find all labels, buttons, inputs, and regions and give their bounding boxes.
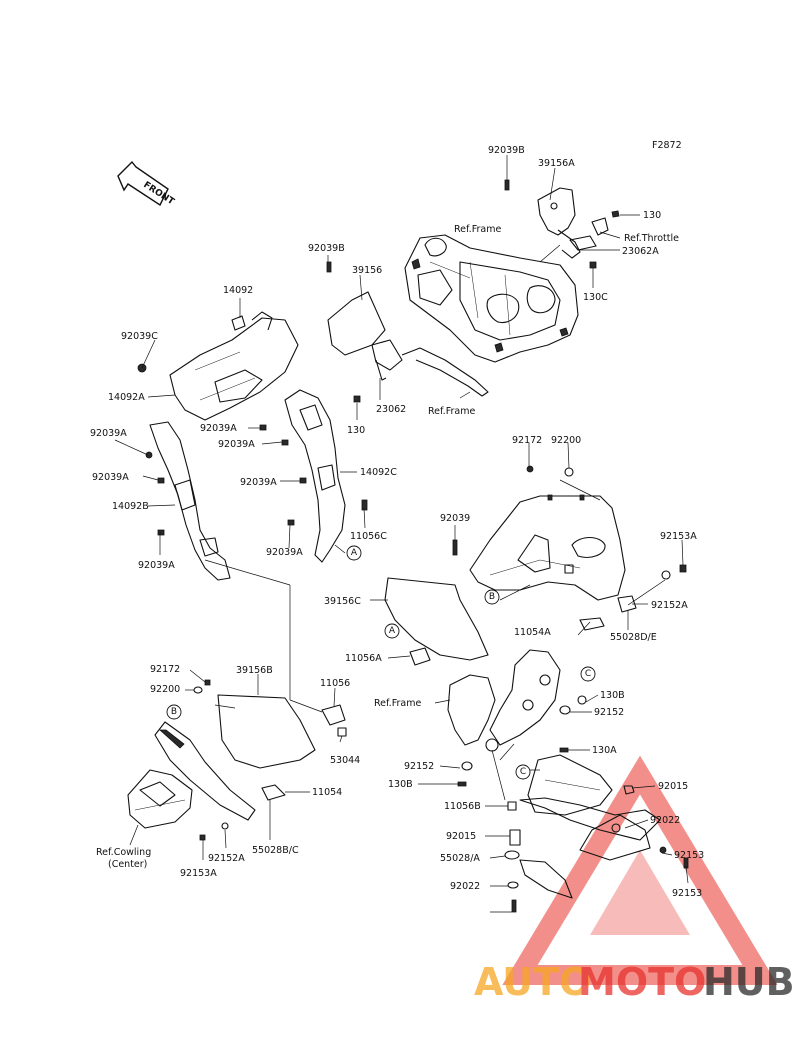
label-23062: 23062	[376, 404, 406, 415]
label-14092c: 14092C	[360, 467, 397, 478]
label-92172-l: 92172	[150, 664, 180, 675]
bracket-39156	[326, 261, 489, 403]
label-92153a-r: 92153A	[660, 531, 697, 542]
label-ref-throttle: Ref.Throttle	[624, 233, 679, 244]
label-ref-frame-mid: Ref.Frame	[428, 406, 475, 417]
part-labels: F2872 92039B 39156A 130 Ref.Throttle 230…	[90, 140, 704, 899]
label-11056a: 11056A	[345, 653, 382, 664]
label-11054a: 11054A	[514, 627, 551, 638]
label-ref-frame-low: Ref.Frame	[374, 698, 421, 709]
watermark-text: AUTO MOTO HUB	[474, 960, 795, 1004]
label-130-top: 130	[643, 210, 661, 221]
inner-cowl-left	[154, 721, 256, 821]
label-92153-1: 92153	[674, 850, 704, 861]
label-92015-1: 92015	[658, 781, 688, 792]
label-92039a-4: 92039A	[200, 423, 237, 434]
label-39156: 39156	[352, 265, 382, 276]
label-92022-1: 92022	[650, 815, 680, 826]
label-130b-1: 130B	[600, 690, 625, 701]
label-92039a-6: 92039A	[240, 477, 277, 488]
label-23062a: 23062A	[622, 246, 659, 257]
figure-code: F2872	[652, 140, 682, 151]
label-130-mid: 130	[347, 425, 365, 436]
label-55028de: 55028D/E	[610, 632, 657, 643]
label-14092b: 14092B	[112, 501, 149, 512]
label-11056c: 11056C	[350, 531, 387, 542]
label-130b-2: 130B	[388, 779, 413, 790]
label-11054: 11054	[312, 787, 342, 798]
svg-text:C: C	[585, 669, 591, 679]
label-92039a-3: 92039A	[138, 560, 175, 571]
svg-text:A: A	[351, 548, 358, 558]
callout-a-2: A	[384, 623, 400, 639]
label-130a: 130A	[592, 745, 617, 756]
callout-b-1: B	[484, 589, 500, 605]
label-92039c: 92039C	[121, 331, 158, 342]
bracket-39156A	[504, 179, 620, 269]
label-ref-frame-top: Ref.Frame	[454, 224, 501, 235]
label-92153-2: 92153	[672, 888, 702, 899]
watermark-logo	[502, 755, 778, 985]
label-92039b-top: 92039B	[488, 145, 525, 156]
label-92152a-l: 92152A	[208, 853, 245, 864]
label-92039: 92039	[440, 513, 470, 524]
label-11056b: 11056B	[444, 801, 481, 812]
label-92152a-r: 92152A	[651, 600, 688, 611]
label-92039a-7: 92039A	[266, 547, 303, 558]
label-92172-r: 92172	[512, 435, 542, 446]
label-11056: 11056	[320, 678, 350, 689]
label-92200-r: 92200	[551, 435, 581, 446]
svg-text:HUB: HUB	[703, 960, 795, 1004]
callout-c-2: C	[515, 764, 531, 780]
label-39156b: 39156B	[236, 665, 273, 676]
upper-cowl	[452, 465, 687, 613]
label-ref-cowling-2: (Center)	[108, 859, 147, 870]
inner-panel-14092B	[145, 421, 231, 581]
front-arrow-icon: FRONT	[117, 160, 176, 208]
label-55028a: 55028/A	[440, 853, 480, 864]
leader-lines	[114, 155, 689, 913]
svg-text:B: B	[489, 592, 495, 602]
callout-b-2: B	[166, 704, 182, 720]
inner-panel-14092C	[259, 389, 368, 563]
label-130c: 130C	[583, 292, 608, 303]
label-92039a-2: 92039A	[92, 472, 129, 483]
label-92039b-mid: 92039B	[308, 243, 345, 254]
lower-bracket-assembly	[447, 649, 689, 913]
label-92039a-5: 92039A	[218, 439, 255, 450]
callout-a-1: A	[346, 545, 362, 561]
label-92152-2: 92152	[404, 761, 434, 772]
svg-text:AUTO: AUTO	[474, 960, 591, 1004]
panel-39156C	[384, 577, 605, 666]
svg-text:B: B	[171, 707, 177, 717]
svg-text:C: C	[520, 767, 526, 777]
label-92039a-1: 92039A	[90, 428, 127, 439]
label-92022-2: 92022	[450, 881, 480, 892]
panel-39156B	[193, 679, 347, 801]
inner-panel-14092A	[137, 311, 299, 421]
label-55028bc: 55028B/C	[252, 845, 299, 856]
label-14092: 14092	[223, 285, 253, 296]
label-92153a-l: 92153A	[180, 868, 217, 879]
cowling-center	[127, 769, 229, 841]
svg-text:MOTO: MOTO	[578, 960, 706, 1004]
label-14092a: 14092A	[108, 392, 145, 403]
label-39156a: 39156A	[538, 158, 575, 169]
label-92152-1: 92152	[594, 707, 624, 718]
label-53044: 53044	[330, 755, 360, 766]
callout-c-1: C	[580, 666, 596, 682]
svg-text:A: A	[389, 626, 396, 636]
label-ref-cowling-1: Ref.Cowling	[96, 847, 151, 858]
label-92015-2: 92015	[446, 831, 476, 842]
label-39156c: 39156C	[324, 596, 361, 607]
label-92200-l: 92200	[150, 684, 180, 695]
frame-assembly	[404, 234, 579, 363]
